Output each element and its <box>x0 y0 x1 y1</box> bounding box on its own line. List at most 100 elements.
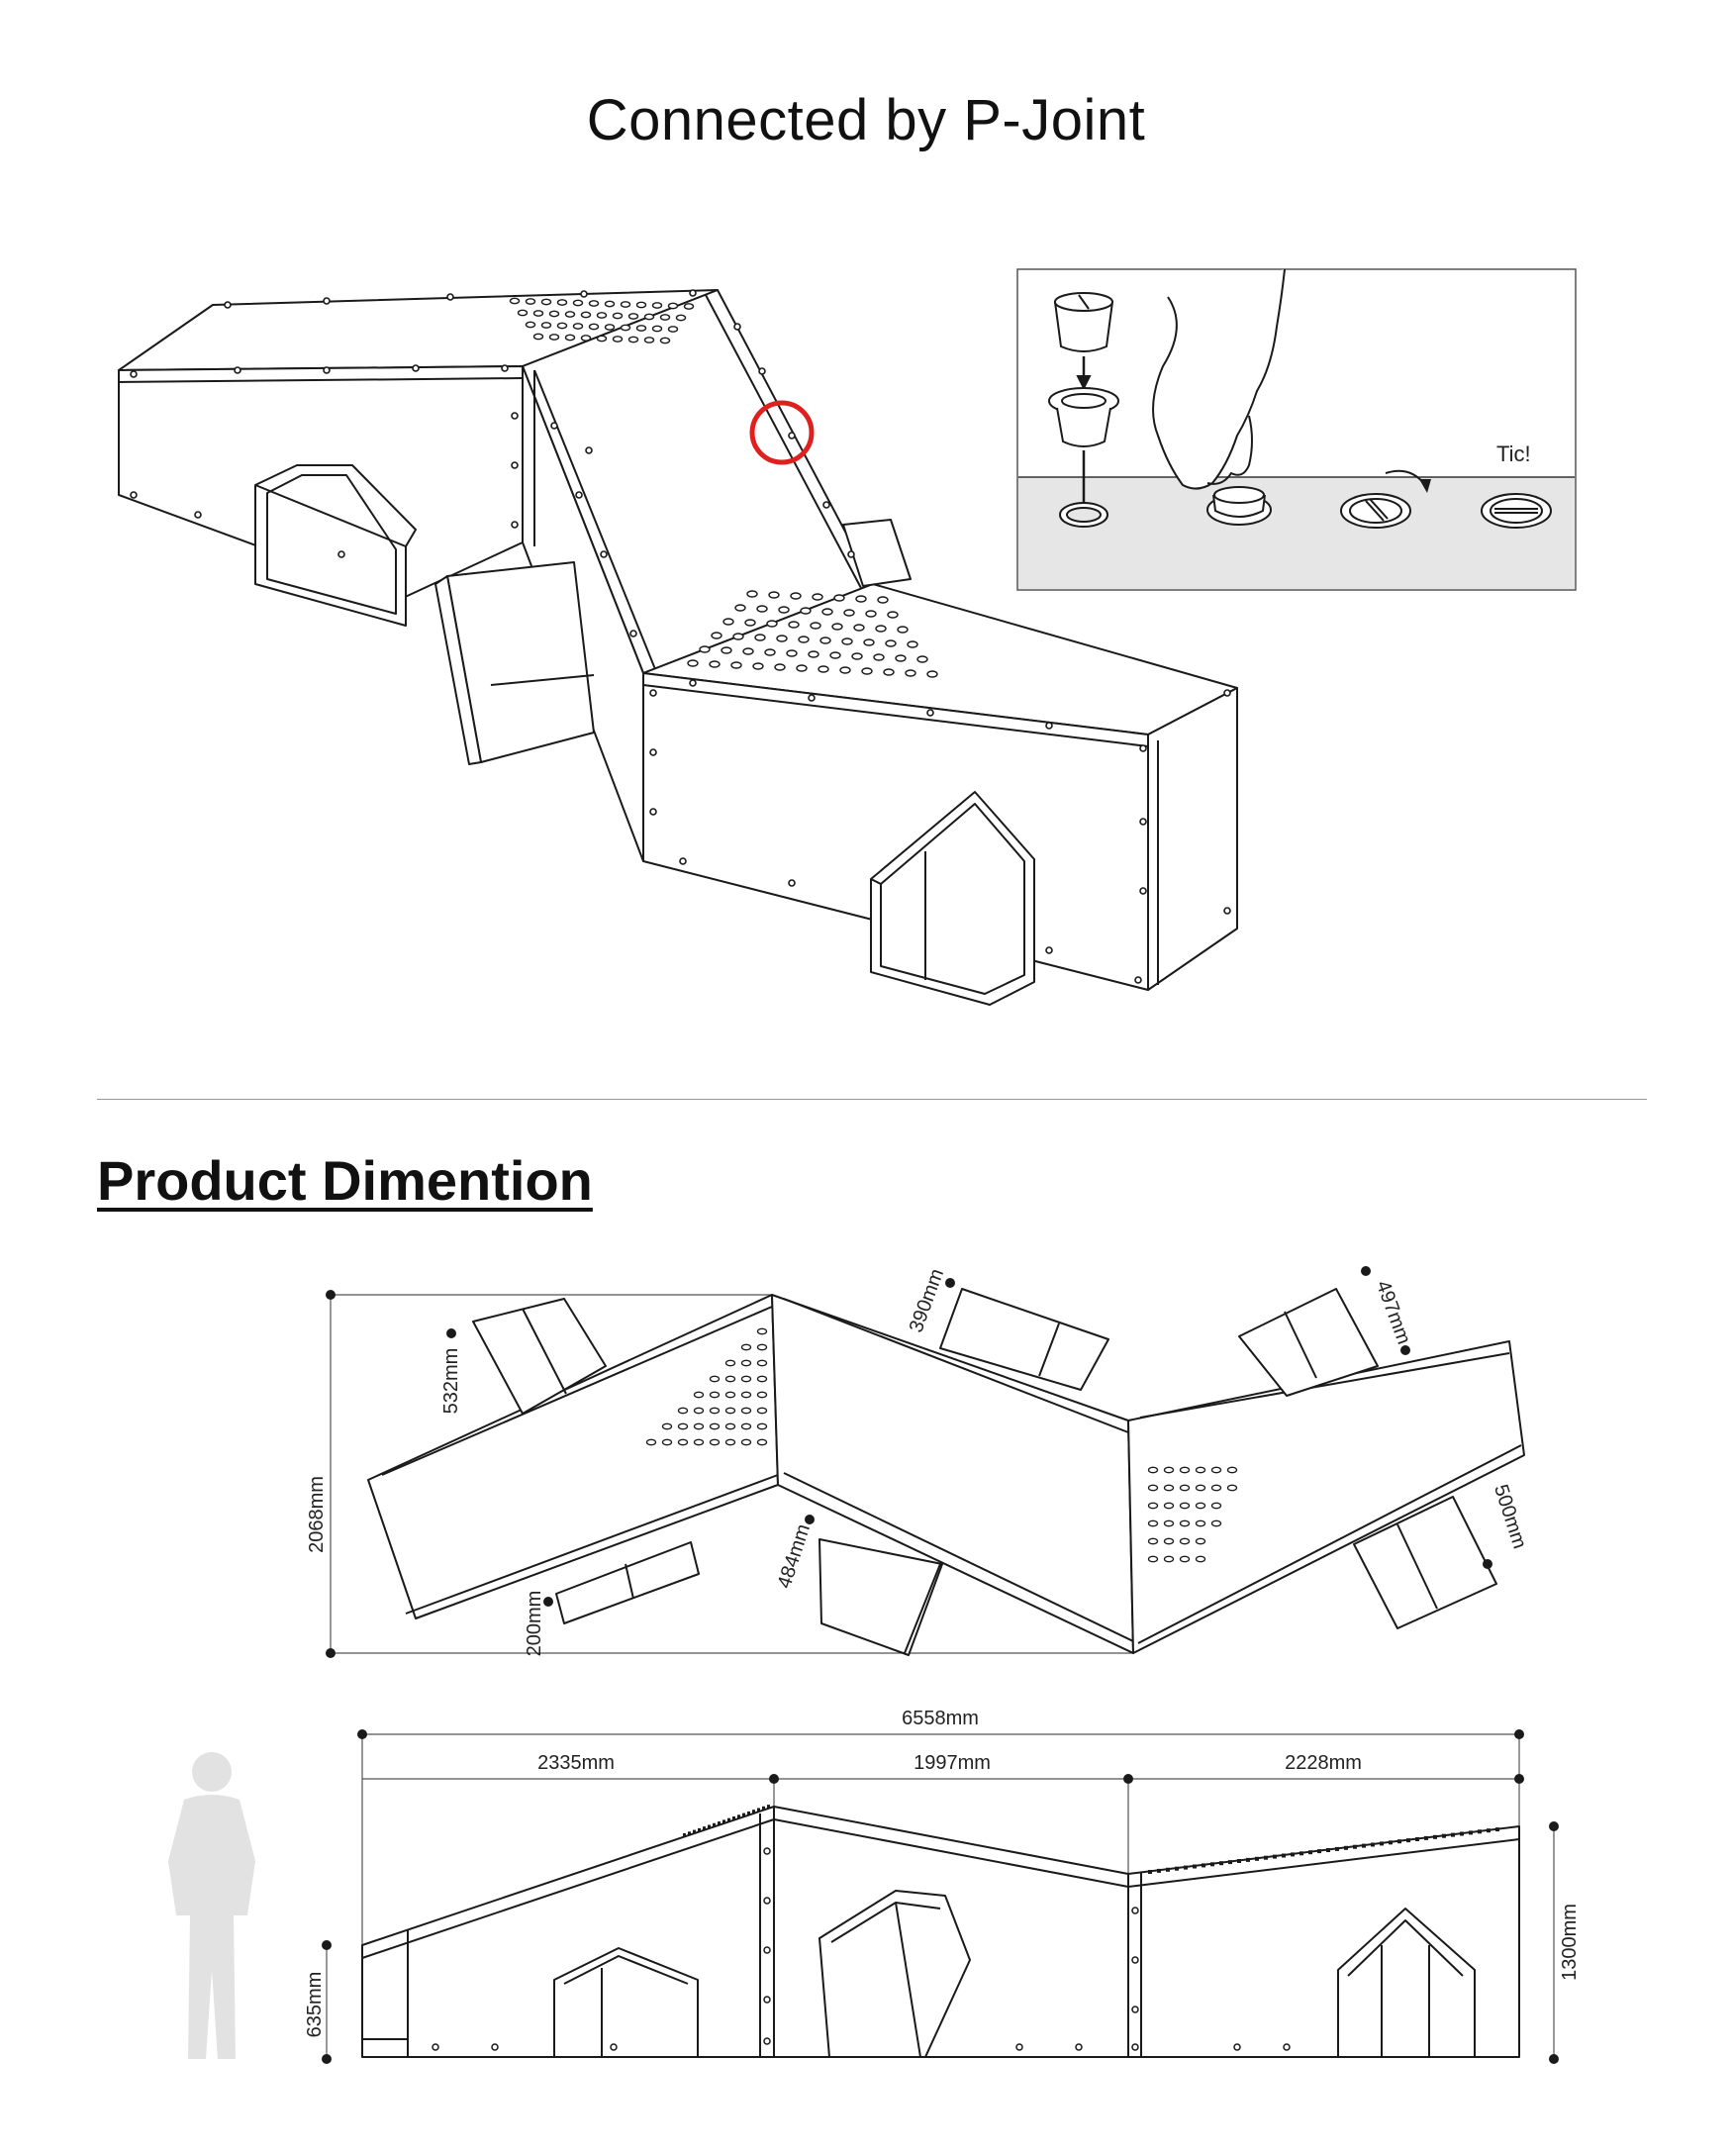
perforation-mark <box>1478 1829 1482 1834</box>
perforation-mark <box>1255 1856 1259 1861</box>
perforation-hole <box>588 300 600 307</box>
perforation-hole <box>1163 1555 1175 1563</box>
perforation-mark <box>1193 1864 1197 1869</box>
dim-seg-3: 2228mm <box>1285 1752 1362 1774</box>
perforation-mark <box>1326 1848 1330 1852</box>
perforation-hole <box>730 661 742 669</box>
perforation-hole <box>861 667 873 675</box>
perforation-hole <box>596 335 608 343</box>
perforation-hole <box>1195 1466 1206 1474</box>
perforation-hole <box>788 621 800 629</box>
perforation-mark <box>1433 1834 1437 1839</box>
perforation-hole <box>677 1407 689 1415</box>
perforation-mark <box>1406 1838 1410 1843</box>
perforation-hole <box>1226 1484 1238 1492</box>
perforation-hole <box>540 298 552 306</box>
perforation-hole <box>667 326 679 333</box>
perforation-hole <box>724 1359 736 1367</box>
perforation-hole <box>627 336 639 343</box>
perforation-hole <box>883 668 895 676</box>
perforation-hole <box>643 313 655 321</box>
perforation-hole <box>556 322 568 330</box>
perforation-hole <box>722 618 734 626</box>
perforation-hole <box>677 1422 689 1430</box>
perforation-hole <box>667 302 679 310</box>
perforation-mark <box>683 1833 686 1837</box>
perforation-hole <box>756 1407 768 1415</box>
perforation-hole <box>711 632 722 639</box>
perforation-mark <box>1353 1844 1357 1849</box>
perforation-mark <box>693 1829 696 1834</box>
perforation-hole <box>709 660 721 668</box>
perforation-hole <box>517 309 529 317</box>
perforation-mark <box>1299 1851 1303 1856</box>
perforation-mark <box>1344 1845 1348 1850</box>
dim-box-500: 500mm <box>1490 1482 1531 1551</box>
perforation-mark <box>1264 1855 1268 1860</box>
plan-view: 2068mm 532mm 390mm 497mm 484mm 200mm 500… <box>306 1266 1530 1658</box>
perforation-hole <box>895 654 907 662</box>
perforation-hole <box>905 669 916 677</box>
perforation-mark <box>1246 1857 1250 1862</box>
perforation-hole <box>812 593 823 601</box>
perforation-hole <box>808 650 819 658</box>
perforation-mark <box>1184 1865 1188 1870</box>
perforation-hole <box>740 1375 752 1383</box>
perforation-hole <box>740 1407 752 1415</box>
dim-box-390: 390mm <box>906 1266 948 1335</box>
perforation-hole <box>752 662 764 670</box>
perforation-hole <box>1195 1484 1206 1492</box>
perforation-hole <box>1147 1555 1159 1563</box>
perforation-mark <box>727 1817 730 1822</box>
perforation-hole <box>819 637 831 644</box>
perforation-hole <box>742 647 754 655</box>
perforation-mark <box>713 1822 716 1827</box>
perforation-mark <box>767 1805 770 1810</box>
perforation-hole <box>1210 1484 1222 1492</box>
dim-box-200: 200mm <box>524 1591 545 1657</box>
perforation-hole <box>687 659 699 667</box>
dim-seg-2: 1997mm <box>914 1752 991 1774</box>
perforation-hole <box>821 608 833 616</box>
perforation-hole <box>790 592 802 600</box>
perforation-hole <box>756 1422 768 1430</box>
perforation-mark <box>1219 1861 1223 1866</box>
perforation-hole <box>659 337 671 344</box>
perforation-mark <box>1362 1843 1366 1848</box>
perforation-hole <box>1210 1466 1222 1474</box>
perforation-mark <box>1469 1830 1473 1835</box>
elevation-view: 6558mm 2335mm 1997mm 2228mm 1300mm 635mm <box>304 1708 1581 2064</box>
perforation-hole <box>651 302 663 309</box>
perforation-mark <box>1487 1828 1491 1833</box>
perforation-hole <box>875 625 887 633</box>
perforation-mark <box>1237 1859 1241 1863</box>
perforation-hole <box>800 607 812 615</box>
perforation-hole <box>766 620 778 628</box>
perforation-hole <box>612 336 624 343</box>
perforation-hole <box>620 324 631 332</box>
perforation-mark <box>708 1824 711 1829</box>
perforation-hole <box>740 1359 752 1367</box>
perforation-hole <box>1210 1502 1222 1510</box>
perforation-mark <box>1291 1852 1295 1857</box>
tic-label: Tic! <box>1496 441 1531 466</box>
perforation-hole <box>645 1438 657 1446</box>
perforation-hole <box>709 1375 721 1383</box>
perforation-hole <box>916 655 928 663</box>
perforation-hole <box>643 337 655 343</box>
perforation-mark <box>737 1814 740 1819</box>
perforation-mark <box>757 1808 760 1813</box>
perforation-mark <box>722 1819 725 1824</box>
perforation-hole <box>724 1407 736 1415</box>
perforation-hole <box>756 1343 768 1351</box>
perforation-hole <box>1147 1537 1159 1545</box>
perforation-hole <box>1195 1555 1206 1563</box>
perforation-hole <box>724 1375 736 1383</box>
perforation-hole <box>1147 1484 1159 1492</box>
perforation-hole <box>724 1438 736 1446</box>
perforation-hole <box>1163 1502 1175 1510</box>
perforation-hole <box>1147 1466 1159 1474</box>
perforation-hole <box>756 1375 768 1383</box>
perforation-hole <box>693 1391 705 1399</box>
perforation-mark <box>752 1810 755 1814</box>
